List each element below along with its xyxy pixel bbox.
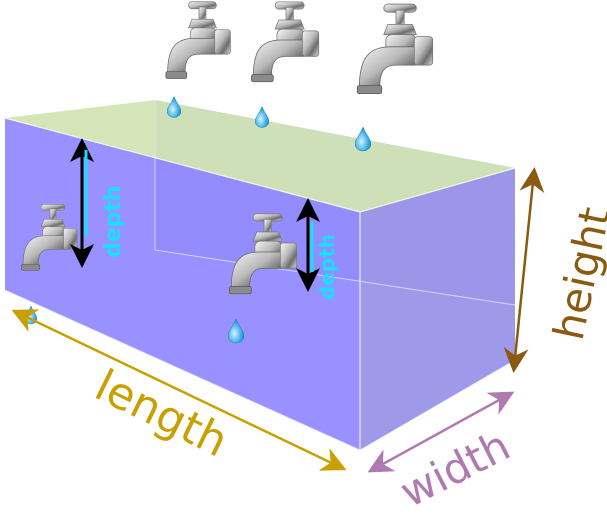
- tank-side-face: [360, 168, 515, 450]
- tank-hidden-edges: [154, 100, 516, 306]
- faucet-icon: [165, 1, 231, 79]
- water-drop-icon: [167, 96, 181, 118]
- height-label: height: [544, 203, 607, 344]
- depth-label-left: depth: [101, 185, 126, 258]
- length-arrow: [11, 309, 347, 471]
- water-drop-icon: [355, 126, 371, 152]
- width-arrow: [367, 391, 515, 473]
- faucet-icon: [251, 1, 320, 83]
- height-arrow: [503, 167, 545, 373]
- faucet-icon: [356, 3, 434, 95]
- depth-label-right: depth: [315, 234, 339, 300]
- water-drop-icon: [255, 106, 269, 128]
- tank-top-face: [5, 100, 515, 212]
- width-label: width: [392, 421, 517, 516]
